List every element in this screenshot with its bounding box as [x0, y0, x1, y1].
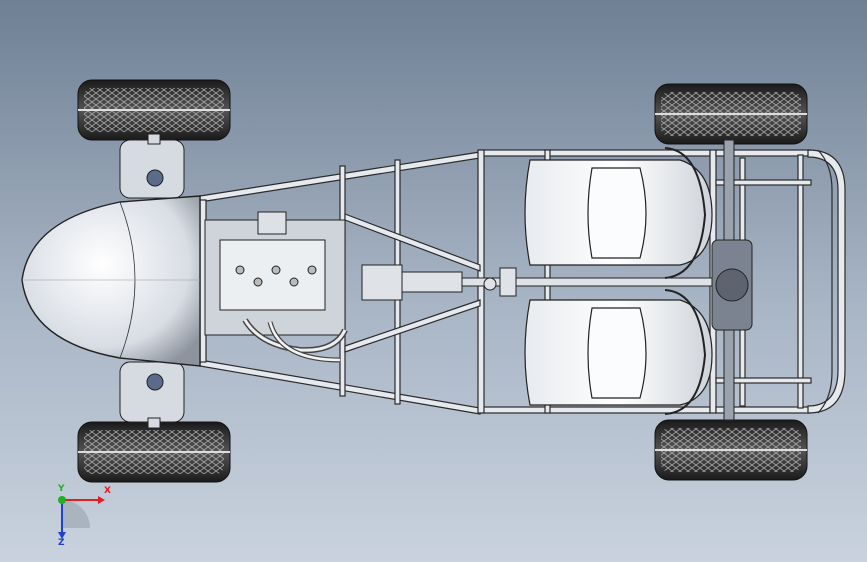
engine[interactable] [204, 211, 348, 363]
z-axis-label: Z [58, 538, 65, 548]
rear-axle[interactable] [711, 139, 753, 421]
wheel-front-right[interactable] [77, 421, 231, 483]
seat-right[interactable] [524, 289, 713, 415]
wheel-rear-left[interactable] [654, 83, 808, 145]
x-axis-label: X [104, 486, 111, 496]
wheel-front-left[interactable] [77, 79, 231, 141]
driveshaft[interactable] [361, 264, 713, 301]
nose-cone[interactable] [21, 195, 201, 367]
front-suspension[interactable] [119, 133, 185, 429]
y-axis-label: Y [58, 484, 65, 494]
seat-left[interactable] [524, 147, 713, 279]
wheel-rear-right[interactable] [654, 419, 808, 481]
